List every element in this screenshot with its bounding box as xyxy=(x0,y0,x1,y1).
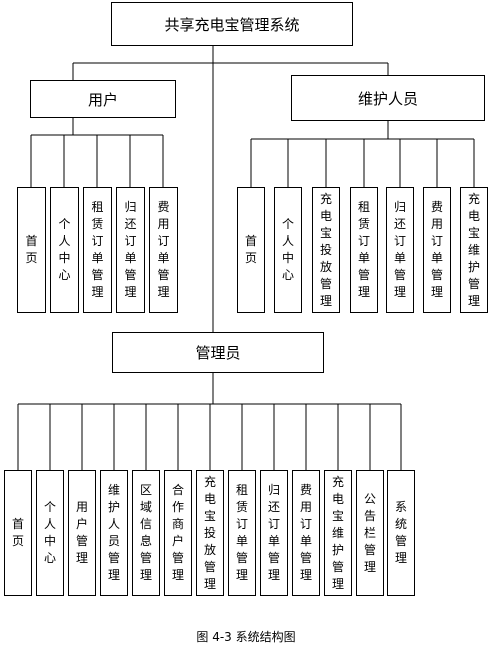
maintainer-item-profile: 个人中心 xyxy=(274,187,302,313)
maintainer-item-home: 首页 xyxy=(237,187,265,313)
user-item-home: 首页 xyxy=(17,187,46,313)
admin-item-region-mgmt: 区域信息管理 xyxy=(132,470,160,596)
admin-item-notice-mgmt: 公告栏管理 xyxy=(356,470,384,596)
maintainer-item-deployment: 充电宝投放管理 xyxy=(312,187,340,313)
user-item-profile: 个人中心 xyxy=(50,187,79,313)
maintainer-item-rental-orders: 租赁订单管理 xyxy=(350,187,378,313)
user-item-fee-orders: 费用订单管理 xyxy=(149,187,178,313)
user-item-return-orders: 归还订单管理 xyxy=(116,187,145,313)
admin-item-user-mgmt: 用户管理 xyxy=(68,470,96,596)
admin-node: 管理员 xyxy=(112,332,324,373)
admin-item-profile: 个人中心 xyxy=(36,470,64,596)
maintainer-item-maintenance: 充电宝维护管理 xyxy=(460,187,488,313)
admin-item-rental-orders: 租赁订单管理 xyxy=(228,470,256,596)
admin-item-partner-mgmt: 合作商户管理 xyxy=(164,470,192,596)
admin-label: 管理员 xyxy=(195,344,241,362)
admin-item-return-orders: 归还订单管理 xyxy=(260,470,288,596)
maintainer-node: 维护人员 xyxy=(291,75,485,121)
admin-item-home: 首页 xyxy=(4,470,32,596)
user-label: 用户 xyxy=(87,90,118,109)
root-node: 共享充电宝管理系统 xyxy=(111,2,353,46)
maintainer-label: 维护人员 xyxy=(357,89,418,108)
admin-item-maintenance: 充电宝维护管理 xyxy=(324,470,352,596)
user-item-rental-orders: 租赁订单管理 xyxy=(83,187,112,313)
admin-item-deployment: 充电宝投放管理 xyxy=(196,470,224,596)
admin-item-maintainer-mgmt: 维护人员管理 xyxy=(100,470,128,596)
admin-item-fee-orders: 费用订单管理 xyxy=(292,470,320,596)
root-label: 共享充电宝管理系统 xyxy=(164,15,300,34)
figure-caption: 图 4-3 系统结构图 xyxy=(196,630,296,644)
maintainer-item-fee-orders: 费用订单管理 xyxy=(423,187,451,313)
user-node: 用户 xyxy=(30,80,176,118)
maintainer-item-return-orders: 归还订单管理 xyxy=(386,187,414,313)
admin-item-system-mgmt: 系统管理 xyxy=(387,470,415,596)
